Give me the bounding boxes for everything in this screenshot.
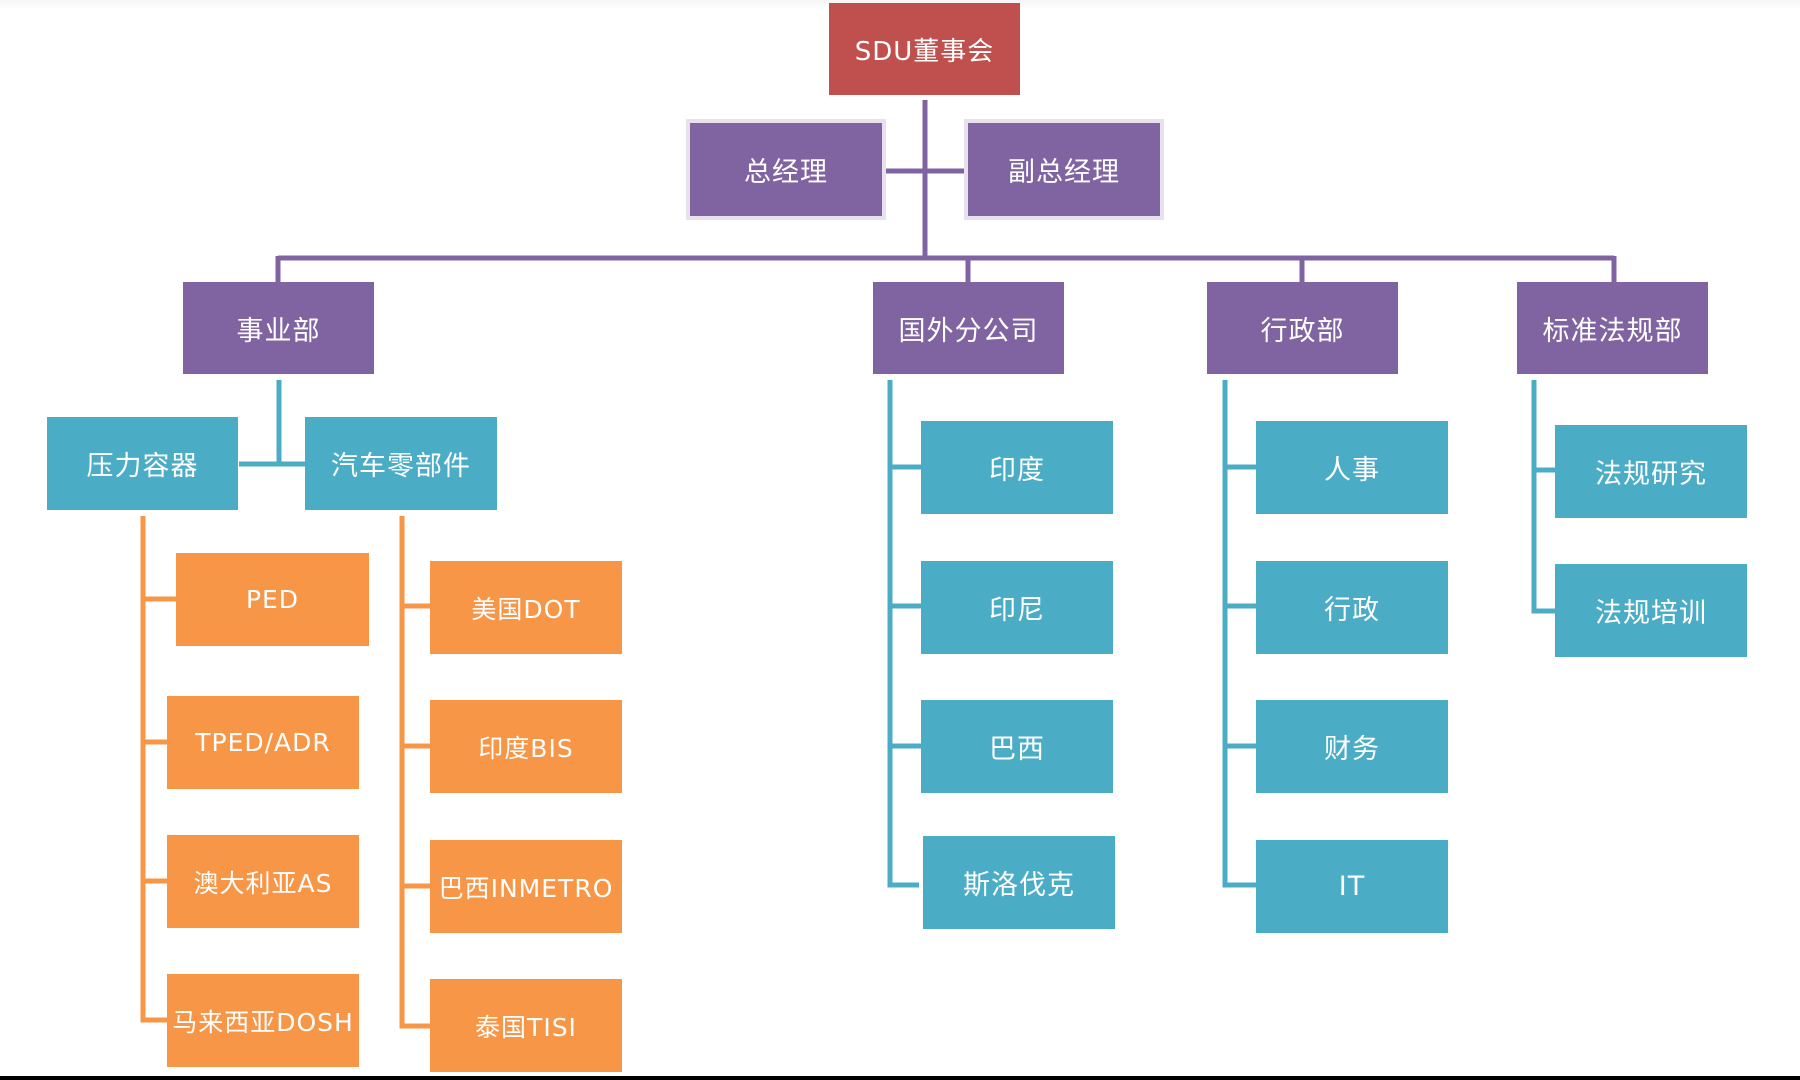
overseas-item-label: 印度 — [989, 455, 1045, 486]
general-manager-label: 总经理 — [744, 157, 828, 188]
pressure-vessels-node: 压力容器 — [47, 417, 238, 510]
administration-item-label: 行政 — [1324, 595, 1380, 626]
pressure-item-label: 马来西亚DOSH — [172, 1007, 354, 1037]
pressure-item-label: TPED/ADR — [195, 728, 331, 757]
administration-dept-label: 行政部 — [1260, 315, 1345, 347]
standards-dept-label: 标准法规部 — [1542, 315, 1683, 347]
standards-item-label: 法规培训 — [1595, 598, 1707, 629]
administration-item-label: 财务 — [1324, 734, 1380, 765]
administration-dept-node: 行政部 — [1207, 282, 1398, 374]
board-label: SDU董事会 — [854, 36, 995, 67]
bottom-border — [0, 1076, 1800, 1080]
pressure-item-ped: PED — [176, 553, 369, 646]
connector-standards-spine — [1531, 380, 1555, 614]
connector-auto-spine — [399, 516, 430, 1029]
auto-item-us-dot: 美国DOT — [430, 561, 622, 654]
standards-item-research: 法规研究 — [1555, 425, 1747, 518]
overseas-dept-node: 国外分公司 — [873, 282, 1064, 374]
overseas-item-label: 巴西 — [989, 734, 1045, 765]
overseas-item-brazil: 巴西 — [921, 700, 1113, 793]
administration-item-admin: 行政 — [1256, 561, 1448, 654]
auto-parts-node: 汽车零部件 — [305, 417, 497, 510]
overseas-item-indonesia: 印尼 — [921, 561, 1113, 654]
auto-item-label: 泰国TISI — [475, 1012, 577, 1042]
standards-dept-node: 标准法规部 — [1517, 282, 1708, 374]
auto-item-thailand-tisi: 泰国TISI — [430, 979, 622, 1072]
connector-pressure-spine — [140, 516, 167, 1023]
business-dept-label: 事业部 — [236, 315, 321, 347]
general-manager-node: 总经理 — [686, 119, 886, 220]
pressure-item-australia-as: 澳大利亚AS — [167, 835, 359, 928]
business-dept-node: 事业部 — [183, 282, 374, 374]
deputy-general-manager-node: 副总经理 — [964, 119, 1164, 220]
connector-administration-spine — [1222, 380, 1256, 888]
pressure-item-tped-adr: TPED/ADR — [167, 696, 359, 789]
auto-item-label: 印度BIS — [478, 733, 574, 763]
pressure-item-label: PED — [245, 585, 300, 614]
administration-item-it: IT — [1256, 840, 1448, 933]
auto-item-india-bis: 印度BIS — [430, 700, 622, 793]
overseas-item-india: 印度 — [921, 421, 1113, 514]
deputy-general-manager-label: 副总经理 — [1008, 157, 1120, 188]
pressure-item-malaysia-dosh: 马来西亚DOSH — [167, 974, 359, 1067]
overseas-item-slovakia: 斯洛伐克 — [923, 836, 1115, 929]
connector-overseas-spine — [887, 380, 919, 888]
auto-item-brazil-inmetro: 巴西INMETRO — [430, 840, 622, 933]
auto-item-label: 巴西INMETRO — [438, 873, 614, 903]
administration-item-finance: 财务 — [1256, 700, 1448, 793]
auto-item-label: 美国DOT — [471, 594, 581, 624]
standards-item-training: 法规培训 — [1555, 564, 1747, 657]
pressure-vessels-label: 压力容器 — [86, 451, 199, 482]
standards-item-label: 法规研究 — [1595, 459, 1707, 490]
overseas-dept-label: 国外分公司 — [898, 315, 1039, 347]
auto-parts-label: 汽车零部件 — [331, 451, 471, 482]
administration-item-label: 人事 — [1324, 455, 1380, 486]
board-node: SDU董事会 — [829, 3, 1020, 95]
overseas-item-label: 印尼 — [989, 595, 1045, 626]
administration-item-label: IT — [1338, 871, 1366, 902]
pressure-item-label: 澳大利亚AS — [193, 868, 333, 898]
overseas-item-label: 斯洛伐克 — [963, 870, 1075, 901]
administration-item-hr: 人事 — [1256, 421, 1448, 514]
